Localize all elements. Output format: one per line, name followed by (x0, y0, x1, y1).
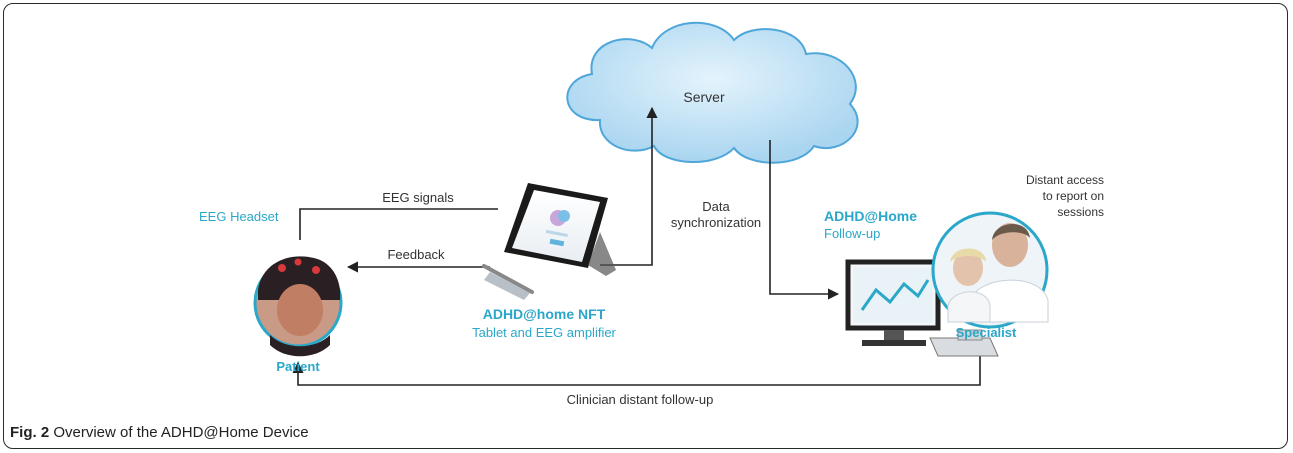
distant-access-line2: to report on (1043, 189, 1104, 203)
patient-avatar (253, 256, 343, 357)
tablet-icon (482, 183, 616, 300)
tablet-subtitle: Tablet and EEG amplifier (472, 325, 616, 340)
eeg-signals-label: EEG signals (382, 190, 454, 205)
clinician-followup-arrow (292, 343, 981, 386)
followup-title-line1: ADHD@Home (824, 208, 917, 224)
followup-title-line2: Follow-up (824, 226, 880, 241)
specialist-label: Specialist (956, 325, 1017, 340)
feedback-label: Feedback (387, 247, 445, 262)
figure-frame (3, 3, 1288, 449)
clinician-followup-label: Clinician distant follow-up (567, 392, 714, 407)
data-sync-label-line2: synchronization (671, 215, 761, 230)
tablet-title: ADHD@home NFT (483, 306, 606, 322)
computer-monitor-icon (845, 259, 999, 357)
patient-label: Patient (276, 359, 320, 374)
sync-up-arrow (600, 106, 658, 266)
distant-access-line1: Distant access (1026, 173, 1104, 187)
server-label: Server (683, 89, 725, 105)
connectors (292, 106, 981, 386)
figure-number: Fig. 2 (10, 424, 50, 441)
specialist-avatar (931, 211, 1049, 329)
sync-down-arrow (769, 140, 840, 300)
eeg-headset-label: EEG Headset (199, 209, 279, 224)
adhd-home-diagram: Server (199, 21, 1104, 407)
eeg-signals-line (299, 208, 498, 240)
data-sync-label-line1: Data (702, 199, 730, 214)
server-cloud-icon (566, 21, 859, 164)
figure-caption: Fig. 2 Overview of the ADHD@Home Device (10, 424, 309, 441)
caption-text: Overview of the ADHD@Home Device (53, 424, 309, 441)
distant-access-line3: sessions (1057, 205, 1104, 219)
